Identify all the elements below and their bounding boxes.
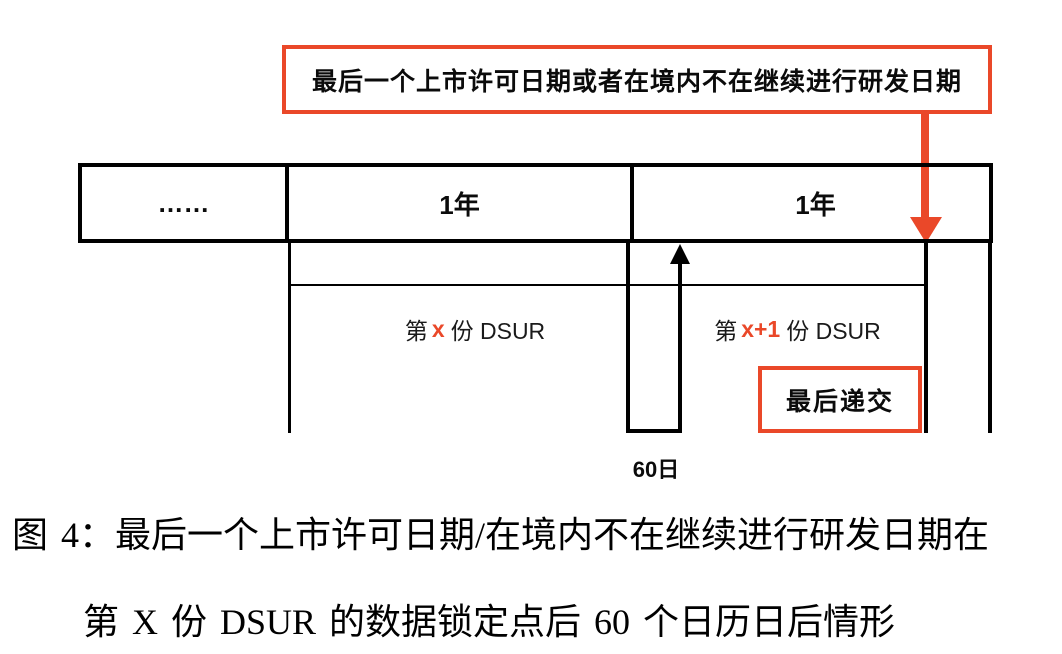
callout-box: 最后一个上市许可日期或者在境内不在继续进行研发日期 xyxy=(282,45,992,114)
figure-caption-line-1: 图 4：最后一个上市许可日期/在境内不在继续进行研发日期在 xyxy=(12,515,990,555)
timeline-cell-year-1: 1年 xyxy=(285,167,630,239)
guide-line-timeline-end xyxy=(988,243,992,433)
guide-line-data-lock-point xyxy=(626,243,630,433)
figure-caption-line-2: 第 X 份 DSUR 的数据锁定点后 60 个日历日后情形 xyxy=(83,602,896,642)
timeline-cell-ellipsis: …… xyxy=(82,167,285,239)
dsur-x-plus-1-label: 第 x+1 份 DSUR xyxy=(685,315,910,345)
dsur-x-label: 第 x 份 DSUR xyxy=(360,315,590,345)
red-arrow-down-icon xyxy=(910,217,942,243)
guide-line-period-start xyxy=(288,243,291,433)
timeline-cell-label: …… xyxy=(157,187,210,218)
dsur-x-prefix: 第 xyxy=(404,318,428,344)
timeline-cell-label: 1年 xyxy=(439,189,480,220)
dsur-x1-highlight: x+1 xyxy=(741,315,781,342)
guide-line-last-approval-date xyxy=(924,243,928,433)
final-submission-label: 最后递交 xyxy=(785,387,894,416)
dsur-x-suffix: 份 DSUR xyxy=(450,318,546,344)
timeline-bar: …… 1年 1年 xyxy=(78,163,993,243)
dsur-x-highlight: x xyxy=(431,315,445,342)
timeline-cell-label: 1年 xyxy=(795,189,836,220)
duration-label: 60日 xyxy=(632,457,680,482)
dsur-x1-prefix: 第 xyxy=(714,318,738,344)
period-span-line xyxy=(288,284,928,286)
dsur-x1-suffix: 份 DSUR xyxy=(786,318,881,344)
callout-label: 最后一个上市许可日期或者在境内不在继续进行研发日期 xyxy=(311,67,962,96)
duration-bracket-bottom xyxy=(626,429,682,433)
up-arrow-shaft xyxy=(678,262,682,433)
final-submission-box: 最后递交 xyxy=(758,366,922,433)
timeline-cell-year-2: 1年 xyxy=(630,167,997,239)
up-arrow-icon xyxy=(670,244,690,264)
